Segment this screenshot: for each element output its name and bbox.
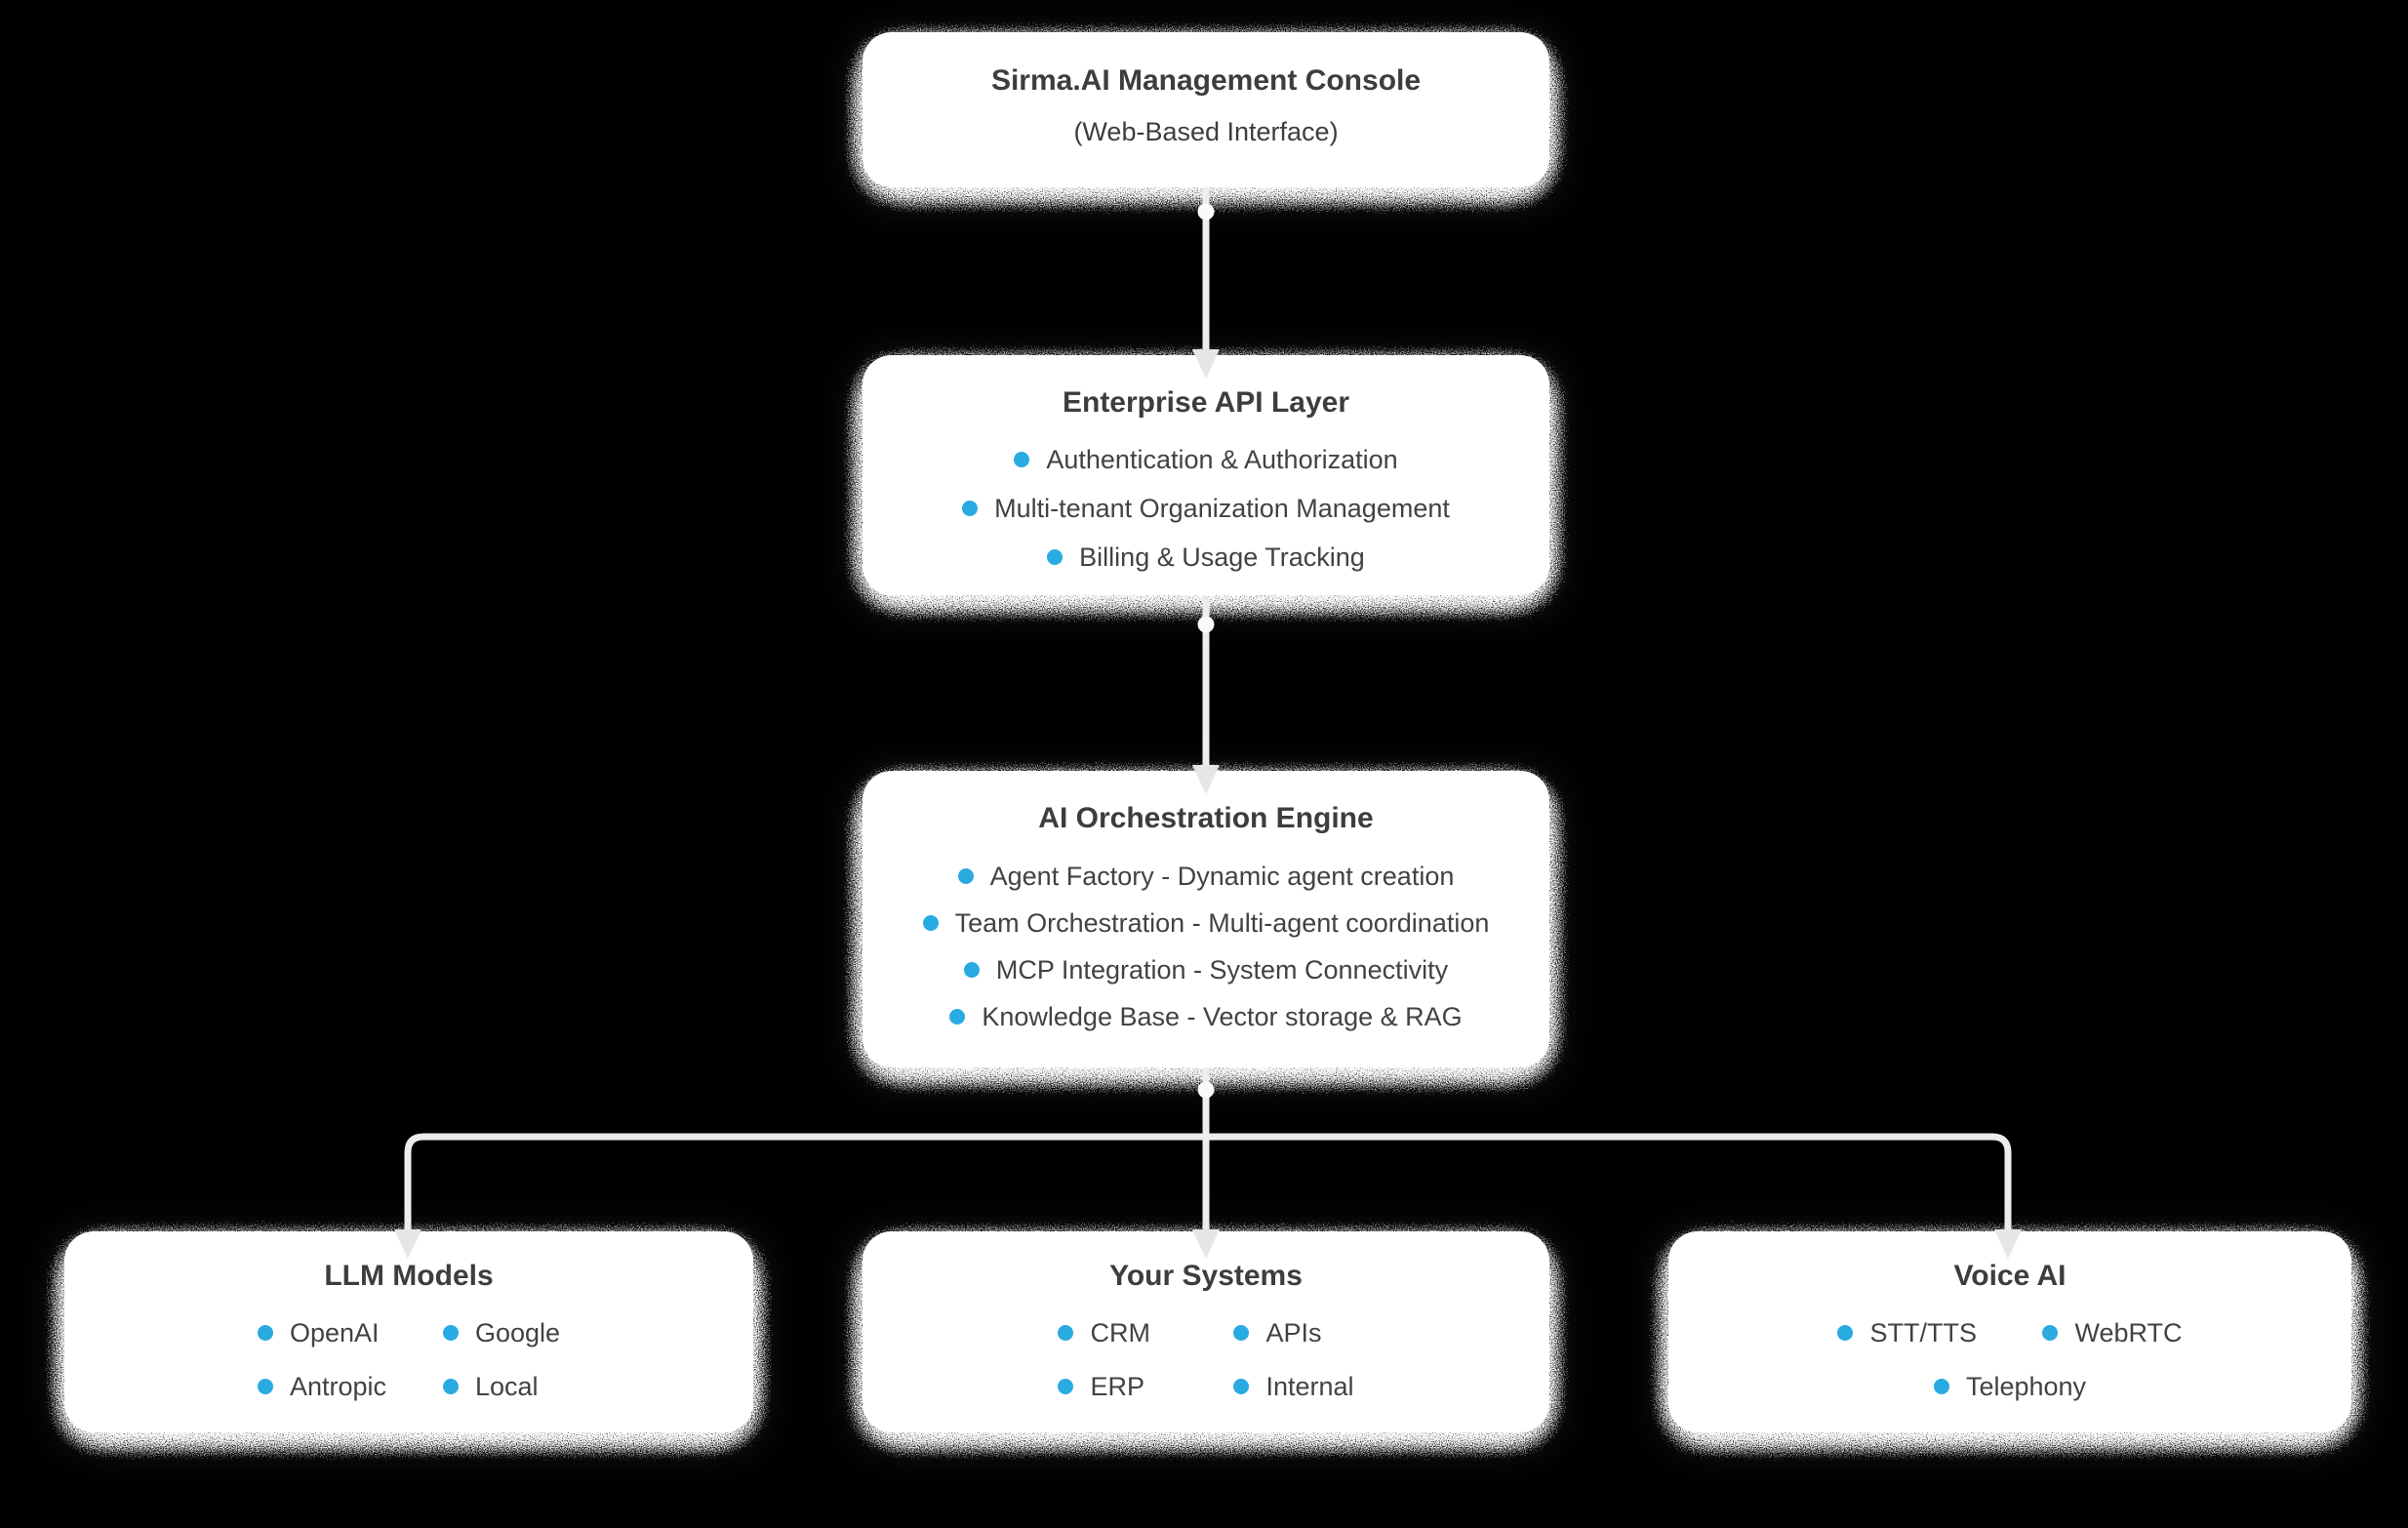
list-item-label: CRM bbox=[1090, 1317, 1150, 1347]
llm-models-title: LLM Models bbox=[324, 1260, 494, 1292]
list-item-label: Local bbox=[474, 1371, 539, 1401]
node-llm-models: LLM Models OpenAI Google Antropic Local bbox=[64, 1231, 753, 1432]
list-item: Billing & Usage Tracking bbox=[863, 533, 1549, 582]
list-item: Telephony bbox=[1933, 1365, 2087, 1408]
bullet-dot-icon bbox=[257, 1379, 273, 1394]
list-item-label: Agent Factory - Dynamic agent creation bbox=[989, 861, 1455, 891]
llm-models-list: OpenAI Google Antropic Local bbox=[64, 1311, 753, 1408]
bullet-dot-icon bbox=[1233, 1325, 1250, 1341]
list-item: MCP Integration - System Connectivity bbox=[863, 946, 1549, 993]
bullet-dot-icon bbox=[963, 962, 980, 978]
node-voice-ai: Voice AI STT/TTS WebRTC Telephony bbox=[1668, 1231, 2351, 1432]
list-item: STT/TTS bbox=[1837, 1311, 2042, 1354]
list-item: OpenAI bbox=[257, 1311, 443, 1354]
list-item-label: Telephony bbox=[1965, 1371, 2087, 1401]
bullet-dot-icon bbox=[1233, 1379, 1250, 1394]
voice-ai-list: STT/TTS WebRTC Telephony bbox=[1668, 1311, 2351, 1408]
node-ai-orchestration-engine: AI Orchestration Engine Agent Factory - … bbox=[863, 771, 1549, 1067]
list-item-label: OpenAI bbox=[289, 1317, 380, 1347]
list-item: Agent Factory - Dynamic agent creation bbox=[863, 853, 1549, 900]
bullet-dot-icon bbox=[442, 1325, 459, 1341]
orchestration-title: AI Orchestration Engine bbox=[1038, 802, 1374, 834]
list-item-label: STT/TTS bbox=[1869, 1317, 1977, 1347]
list-item: CRM bbox=[1058, 1311, 1233, 1354]
bullet-dot-icon bbox=[257, 1325, 273, 1341]
list-item: Google bbox=[442, 1311, 561, 1354]
your-systems-title: Your Systems bbox=[1109, 1260, 1303, 1292]
orchestration-list: Agent Factory - Dynamic agent creation T… bbox=[863, 853, 1549, 1040]
api-layer-title: Enterprise API Layer bbox=[1062, 386, 1349, 419]
bullet-dot-icon bbox=[1014, 452, 1030, 467]
bullet-dot-icon bbox=[957, 868, 974, 884]
list-item-label: Knowledge Base - Vector storage & RAG bbox=[982, 1001, 1463, 1031]
list-item: Antropic bbox=[257, 1365, 443, 1408]
list-item: Local bbox=[442, 1365, 560, 1408]
node-enterprise-api-layer: Enterprise API Layer Authentication & Au… bbox=[863, 355, 1549, 595]
bullet-dot-icon bbox=[949, 1009, 966, 1025]
bullet-dot-icon bbox=[1058, 1325, 1074, 1341]
console-title: Sirma.AI Management Console bbox=[990, 64, 1422, 97]
list-item-label: MCP Integration - System Connectivity bbox=[995, 954, 1449, 985]
your-systems-list: CRM APIs ERP Internal bbox=[863, 1311, 1549, 1408]
list-item-label: ERP bbox=[1090, 1371, 1144, 1401]
list-item: Internal bbox=[1233, 1365, 1354, 1408]
console-subtitle: (Web-Based Interface) bbox=[1073, 117, 1339, 146]
bullet-dot-icon bbox=[962, 501, 979, 516]
list-item: Multi-tenant Organization Management bbox=[863, 484, 1549, 533]
bullet-dot-icon bbox=[1058, 1379, 1074, 1394]
bullet-dot-icon bbox=[2042, 1325, 2059, 1341]
list-item-label: Google bbox=[474, 1317, 561, 1347]
bullet-dot-icon bbox=[1933, 1379, 1949, 1394]
list-item-label: WebRTC bbox=[2074, 1317, 2183, 1347]
list-item-label: APIs bbox=[1265, 1317, 1322, 1347]
node-management-console: Sirma.AI Management Console (Web-Based I… bbox=[863, 32, 1549, 187]
voice-ai-title: Voice AI bbox=[1953, 1260, 2067, 1292]
list-item-label: Authentication & Authorization bbox=[1046, 444, 1398, 474]
bullet-dot-icon bbox=[442, 1379, 459, 1394]
list-item: ERP bbox=[1058, 1365, 1233, 1408]
list-item: Knowledge Base - Vector storage & RAG bbox=[863, 993, 1549, 1040]
api-layer-list: Authentication & Authorization Multi-ten… bbox=[863, 435, 1549, 582]
list-item: Authentication & Authorization bbox=[863, 435, 1549, 484]
list-item-label: Multi-tenant Organization Management bbox=[994, 493, 1450, 523]
bullet-dot-icon bbox=[922, 915, 939, 931]
list-item-label: Billing & Usage Tracking bbox=[1079, 542, 1365, 572]
bullet-dot-icon bbox=[1047, 549, 1064, 565]
list-item: WebRTC bbox=[2042, 1311, 2183, 1354]
list-item: APIs bbox=[1233, 1311, 1353, 1354]
list-item-label: Antropic bbox=[289, 1371, 387, 1401]
list-item-label: Team Orchestration - Multi-agent coordin… bbox=[954, 907, 1490, 938]
node-your-systems: Your Systems CRM APIs ERP Internal bbox=[863, 1231, 1549, 1432]
list-item: Team Orchestration - Multi-agent coordin… bbox=[863, 900, 1549, 946]
list-item-label: Internal bbox=[1265, 1371, 1354, 1401]
bullet-dot-icon bbox=[1837, 1325, 1854, 1341]
